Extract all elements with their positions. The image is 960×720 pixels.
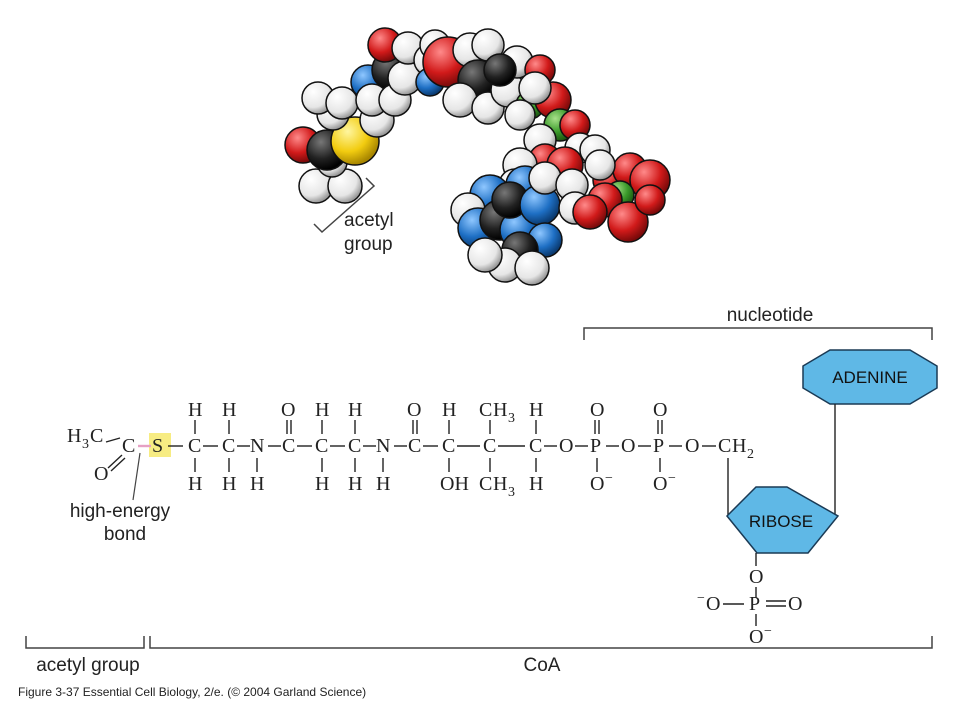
ribose-box bbox=[725, 486, 840, 554]
svg-text:H: H bbox=[222, 473, 236, 495]
svg-text:C: C bbox=[483, 435, 496, 457]
svg-text:H: H bbox=[376, 473, 390, 495]
svg-text:H: H bbox=[732, 435, 746, 457]
svg-text:O: O bbox=[749, 566, 763, 588]
svg-text:3: 3 bbox=[82, 437, 89, 452]
svg-text:−: − bbox=[764, 624, 772, 639]
atom-sphere bbox=[634, 184, 666, 216]
svg-text:O: O bbox=[749, 626, 763, 648]
svg-text:H: H bbox=[493, 399, 507, 421]
svg-text:P: P bbox=[749, 593, 760, 615]
svg-text:O: O bbox=[407, 399, 421, 421]
svg-text:−: − bbox=[605, 471, 613, 486]
svg-text:H: H bbox=[315, 473, 329, 495]
adenine-label: ADENINE bbox=[832, 368, 908, 387]
svg-text:C: C bbox=[348, 435, 361, 457]
svg-text:H: H bbox=[222, 399, 236, 421]
svg-text:C: C bbox=[282, 435, 295, 457]
svg-text:O: O bbox=[590, 473, 604, 495]
svg-text:O: O bbox=[653, 473, 667, 495]
space-filling-model: acetyl group bbox=[284, 27, 671, 286]
svg-text:O: O bbox=[559, 435, 573, 457]
svg-text:O: O bbox=[590, 399, 604, 421]
svg-text:H: H bbox=[348, 473, 362, 495]
nucleotide-bracket bbox=[583, 327, 933, 340]
svg-text:C: C bbox=[188, 435, 201, 457]
svg-text:C: C bbox=[718, 435, 731, 457]
svg-text:C: C bbox=[315, 435, 328, 457]
svg-text:H: H bbox=[188, 399, 202, 421]
ribose-label: RIBOSE bbox=[749, 512, 813, 531]
svg-text:H: H bbox=[67, 425, 81, 447]
atom-sphere bbox=[504, 99, 536, 131]
svg-text:3: 3 bbox=[508, 411, 515, 426]
svg-text:H: H bbox=[348, 399, 362, 421]
svg-text:H: H bbox=[315, 399, 329, 421]
svg-text:H: H bbox=[529, 399, 543, 421]
svg-text:O: O bbox=[621, 435, 635, 457]
atom-sphere bbox=[467, 237, 503, 273]
svg-text:2: 2 bbox=[747, 447, 754, 462]
coa-label: CoA bbox=[524, 655, 561, 676]
sulfur-highlight bbox=[149, 433, 171, 457]
svg-text:C: C bbox=[442, 435, 455, 457]
svg-text:C: C bbox=[529, 435, 542, 457]
svg-text:O: O bbox=[94, 463, 108, 485]
acetyl-label-acetyl: acetyl bbox=[344, 210, 394, 231]
svg-text:O: O bbox=[706, 593, 720, 615]
svg-text:OH: OH bbox=[440, 473, 469, 495]
acetyl-bracket bbox=[313, 177, 376, 234]
svg-text:P: P bbox=[653, 435, 664, 457]
svg-text:H: H bbox=[442, 399, 456, 421]
coa-bracket bbox=[149, 636, 933, 649]
svg-text:P: P bbox=[590, 435, 601, 457]
svg-text:C: C bbox=[408, 435, 421, 457]
svg-text:−: − bbox=[668, 471, 676, 486]
adenine-box bbox=[802, 349, 938, 405]
svg-text:H: H bbox=[250, 473, 264, 495]
figure-caption: Figure 3-37 Essential Cell Biology, 2/e.… bbox=[18, 685, 366, 699]
acetyl-label-group: group bbox=[344, 234, 393, 255]
svg-text:O: O bbox=[685, 435, 699, 457]
high-energy-label-2: bond bbox=[104, 524, 146, 545]
svg-text:3: 3 bbox=[508, 485, 515, 500]
svg-text:O: O bbox=[653, 399, 667, 421]
atom-sphere bbox=[514, 250, 550, 286]
svg-text:S: S bbox=[152, 435, 163, 457]
svg-text:H: H bbox=[188, 473, 202, 495]
svg-text:H: H bbox=[529, 473, 543, 495]
high-energy-label-1: high-energy bbox=[70, 501, 171, 522]
nucleotide-label: nucleotide bbox=[727, 305, 814, 326]
svg-text:C: C bbox=[122, 435, 135, 457]
svg-text:H: H bbox=[493, 473, 507, 495]
svg-text:C: C bbox=[222, 435, 235, 457]
atom-sphere bbox=[572, 194, 608, 230]
atom-sphere bbox=[607, 201, 649, 243]
svg-text:O: O bbox=[788, 593, 802, 615]
atom-sphere bbox=[584, 149, 616, 181]
svg-text:N: N bbox=[376, 435, 390, 457]
svg-text:C: C bbox=[479, 473, 492, 495]
atom-sphere bbox=[518, 71, 552, 105]
ribose-phosphate: O − O P O O− bbox=[697, 553, 802, 648]
svg-text:C: C bbox=[479, 399, 492, 421]
acetyl-group-bracket bbox=[25, 636, 145, 649]
atom-sphere bbox=[483, 53, 517, 87]
svg-text:O: O bbox=[281, 399, 295, 421]
svg-text:−: − bbox=[697, 591, 705, 606]
acetyl-group-label: acetyl group bbox=[36, 655, 140, 676]
svg-text:N: N bbox=[250, 435, 264, 457]
svg-text:C: C bbox=[90, 425, 103, 447]
